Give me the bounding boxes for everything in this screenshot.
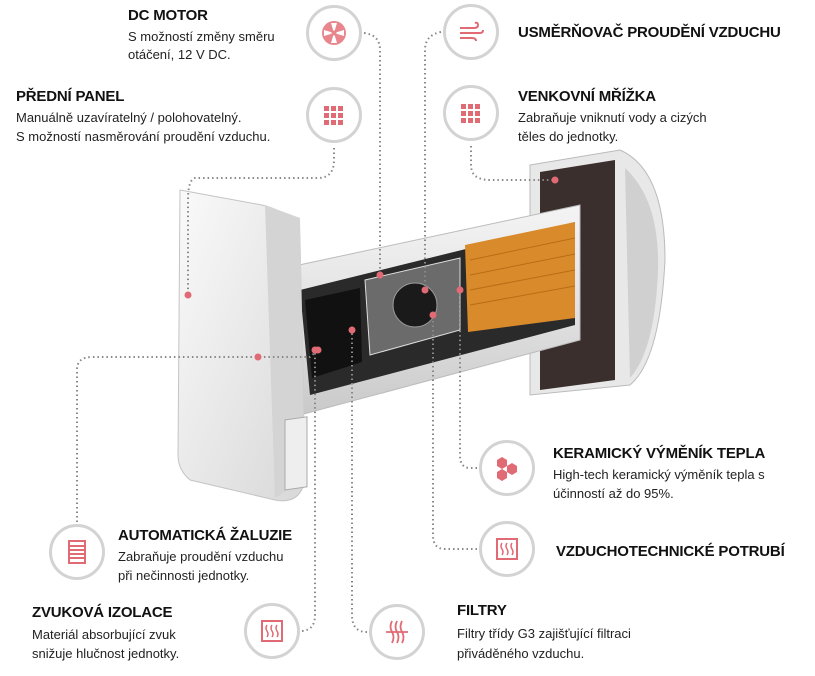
heat-exchanger-icon-circle [479,440,535,496]
filters-title: FILTRY [457,602,507,619]
outer-grille-desc-1: Zabraňuje vniknutí vody a cizých [518,110,707,125]
grid-icon [324,106,343,125]
connector-lines [76,31,555,633]
fan-icon [322,21,346,45]
wind-icon [460,21,484,42]
front-panel-desc-2: S možností nasměrování proudění vzduchu. [16,129,271,144]
heat-exchanger-desc-2: účinností až do 95%. [553,486,674,501]
hexagons-icon [497,457,517,481]
insulation-icon-circle [244,603,300,659]
filters-desc-2: přiváděného vzduchu. [457,646,585,661]
duct-icon-circle [479,521,535,577]
filters-desc-1: Filtry třídy G3 zajišťující filtraci [457,626,631,641]
insulation-desc-1: Materiál absorbující zvuk [32,627,176,642]
heat-exchanger-desc-1: High-tech keramický výměník tepla s [553,467,765,482]
outer-grille-title: VENKOVNÍ MŘÍŽKA [518,88,656,105]
front-panel-icon-circle [306,87,362,143]
insulation-desc-2: snižuje hlučnost jednotky. [32,646,180,661]
dc-motor-desc-2: otáčení, 12 V DC. [128,47,231,62]
heat-waves-icon [261,620,283,642]
motor-hub [392,282,438,328]
louver-icon [68,540,86,564]
duct-title: VZDUCHOTECHNICKÉ POTRUBÍ [556,543,785,560]
ceramic-heat-exchanger [465,222,575,332]
outer-grille-icon-circle [443,85,499,141]
grid-icon [461,104,480,123]
front-panel-desc-1: Manuálně uzavíratelný / polohovatelný. [16,110,242,125]
front-panel-title: PŘEDNÍ PANEL [16,88,125,105]
acoustic-insulation [305,288,362,378]
shutter-desc-2: při nečinnosti jednotky. [118,568,250,583]
outer-grille-desc-2: těles do jednotky. [518,129,619,144]
heat-exchanger-channels [469,237,576,306]
shutter-title: AUTOMATICKÁ ŽALUZIE [118,527,292,544]
heat-waves-icon [496,538,518,560]
airflow-director-icon-circle [443,4,499,60]
filter-icon [386,620,408,644]
dc-motor-title: DC MOTOR [128,7,208,24]
heat-exchanger-title: KERAMICKÝ VÝMĚNÍK TEPLA [553,445,766,462]
insulation-title: ZVUKOVÁ IZOLACE [32,604,173,621]
shutter-desc-1: Zabraňuje proudění vzduchu [118,549,284,564]
callout-dots [184,176,559,361]
dc-motor-icon-circle [306,5,362,61]
front-panel [177,189,308,502]
airflow-director-title: USMĚRŇOVAČ PROUDĚNÍ VZDUCHU [518,24,781,41]
dc-motor-desc-1: S možností změny směru [128,29,275,44]
shutter-icon-circle [49,524,105,580]
filter-icon-circle [369,604,425,660]
